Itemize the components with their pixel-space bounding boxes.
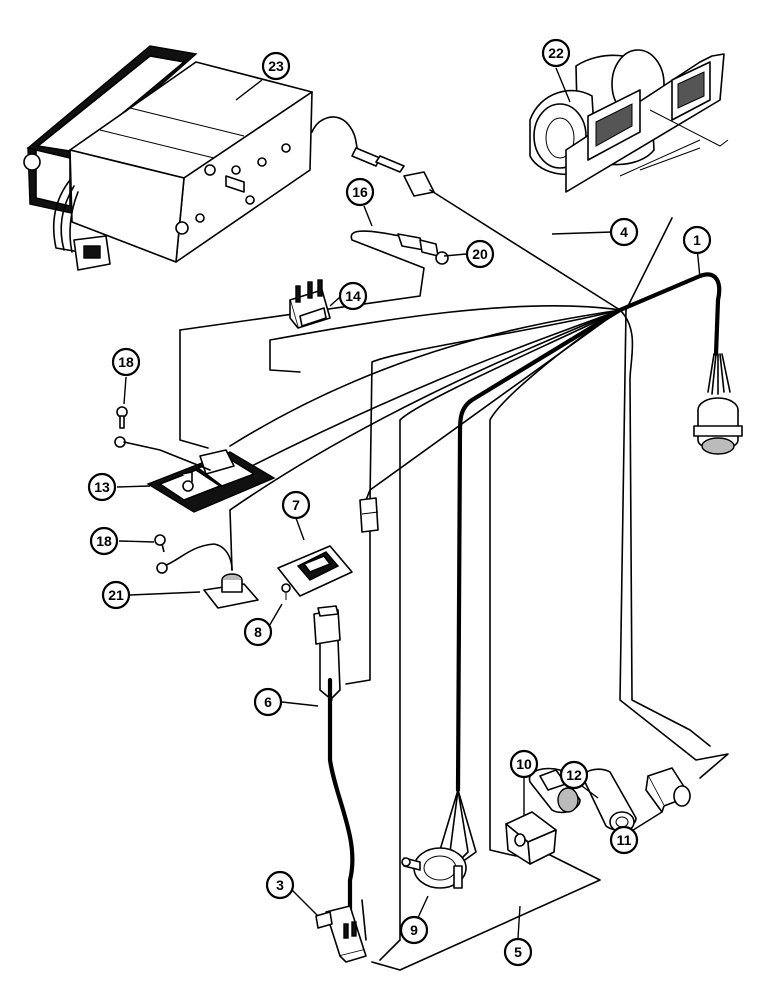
callout-20: 20: [465, 239, 495, 269]
screw-18-bottom: [154, 534, 166, 553]
terminal-lug: [114, 436, 211, 471]
switch-10: [505, 811, 557, 865]
plug-6: [313, 605, 341, 645]
radio-unit: [23, 45, 435, 271]
callout-label-6: 6: [264, 694, 272, 710]
screw-18-top: [116, 406, 128, 429]
harness-connector: [693, 397, 743, 455]
callout-label-13: 13: [94, 479, 110, 495]
callout-21: 21: [101, 580, 131, 610]
callout-label-22: 22: [548, 45, 564, 61]
callout-14: 14: [338, 281, 368, 311]
callout-11: 11: [609, 825, 639, 855]
screw-8: [281, 583, 291, 600]
callout-label-20: 20: [472, 246, 488, 262]
callout-label-16: 16: [352, 184, 368, 200]
callout-label-9: 9: [410, 922, 418, 938]
socket-11: [645, 767, 691, 813]
callout-label-10: 10: [516, 756, 532, 772]
toggle-switch-3: [315, 905, 367, 963]
callout-label-23: 23: [268, 58, 284, 74]
callout-5: 5: [503, 937, 533, 967]
control-panel-13: [146, 449, 276, 513]
callout-label-8: 8: [254, 624, 262, 640]
lighter-12: [528, 767, 637, 833]
callout-label-7: 7: [292, 497, 300, 513]
rotary-switch-9: [401, 847, 467, 889]
push-switch-20: [397, 233, 449, 265]
callout-18-top: 18: [111, 347, 141, 377]
callout-12: 12: [559, 760, 589, 790]
callout-label-21: 21: [108, 587, 124, 603]
ground-wire-21: [156, 543, 233, 574]
callout-3: 3: [265, 870, 295, 900]
callout-label-12: 12: [566, 767, 582, 783]
callout-label-18-bottom: 18: [96, 533, 112, 549]
callout-18-bottom: 18: [89, 526, 119, 556]
sensor-21: [203, 573, 259, 609]
wire-harness: [179, 189, 731, 971]
callout-label-5: 5: [514, 944, 522, 960]
callout-8: 8: [243, 617, 273, 647]
callout-7: 7: [281, 490, 311, 520]
leader-lines: [116, 67, 701, 939]
callout-16: 16: [345, 177, 375, 207]
callout-1: 1: [682, 225, 712, 255]
callout-9: 9: [399, 915, 429, 945]
inline-plug: [359, 497, 379, 533]
callout-label-1: 1: [693, 232, 701, 248]
connector-7: [277, 545, 353, 597]
callout-23: 23: [261, 51, 291, 81]
callout-22: 22: [541, 38, 571, 68]
callout-label-4: 4: [620, 224, 628, 240]
callout-label-14: 14: [345, 288, 361, 304]
callout-13: 13: [87, 472, 117, 502]
switch-14: [289, 279, 331, 329]
callout-6: 6: [253, 687, 283, 717]
callout-label-11: 11: [617, 832, 632, 848]
callout-10: 10: [509, 749, 539, 779]
callout-4: 4: [609, 217, 639, 247]
callout-label-3: 3: [276, 877, 284, 893]
blower-motor: [529, 49, 729, 193]
callout-label-18-top: 18: [118, 354, 134, 370]
